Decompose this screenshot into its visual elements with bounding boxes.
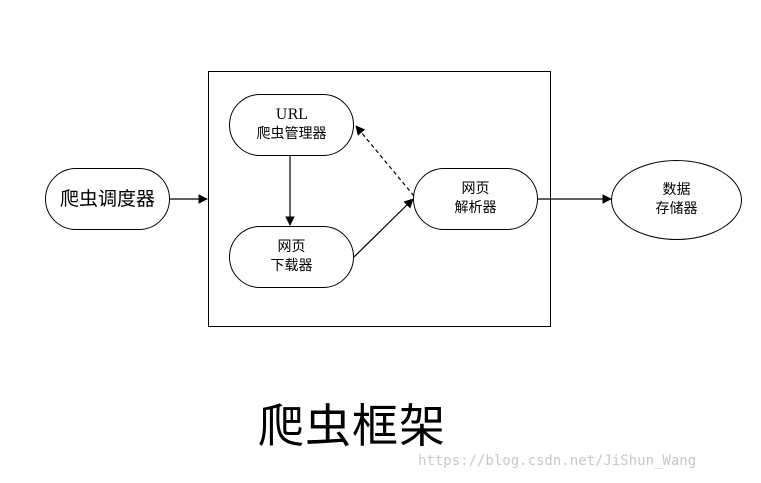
parser-label-line1: 网页 (461, 181, 490, 197)
storage-label-line2: 存储器 (655, 201, 698, 217)
scheduler-label: 爬虫调度器 (59, 187, 155, 210)
downloader-label-line2: 下载器 (270, 258, 313, 274)
downloader-label-line1: 网页 (277, 239, 306, 255)
downloader-node: 网页 下载器 (229, 226, 354, 288)
arrow-downloader-to-parser (353, 198, 414, 258)
arrow-parser-to-urlmanager-dashed (355, 125, 415, 197)
scheduler-node: 爬虫调度器 (45, 168, 170, 230)
url-manager-label-line1: URL (275, 107, 308, 123)
parser-node: 网页 解析器 (413, 168, 538, 230)
storage-node: 数据 存储器 (611, 160, 742, 240)
diagram-title: 爬虫框架 (258, 399, 446, 453)
parser-label-line2: 解析器 (454, 200, 497, 216)
url-manager-node: URL 爬虫管理器 (229, 94, 354, 156)
storage-label-line1: 数据 (662, 182, 691, 198)
watermark: https://blog.csdn.net/JiShun_Wang (418, 453, 697, 469)
url-manager-label-line2: 爬虫管理器 (256, 126, 327, 142)
